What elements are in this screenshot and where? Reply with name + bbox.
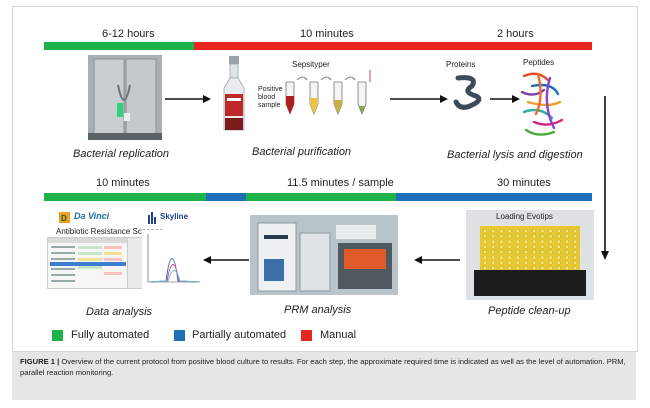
peptides-label: Peptides — [523, 58, 555, 67]
skyline-logo: Skyline — [146, 211, 196, 224]
chromatogram-plot-image — [142, 230, 204, 292]
figure-caption: FIGURE 1 | Overview of the current proto… — [12, 352, 636, 400]
step-prm-analysis: PRM analysis — [284, 304, 352, 316]
data-analysis-table-image — [47, 237, 129, 289]
legend-swatch-manual — [301, 330, 312, 341]
top-time-3: 2 hours — [497, 28, 534, 40]
arrow-left-icon — [414, 256, 460, 264]
sepsityper-label: Sepsityper — [292, 60, 330, 69]
step-bacterial-purification: Bacterial purification — [252, 146, 352, 158]
loading-evotips-label: Loading Evotips — [496, 212, 553, 221]
bottom-time-3: 30 minutes — [497, 177, 551, 189]
blood-culture-bottle-image — [223, 56, 245, 131]
top-bar-fully-automated — [44, 42, 194, 50]
top-time-1: 6-12 hours — [102, 28, 155, 40]
bottom-bar-partially-automated-2 — [396, 193, 592, 201]
top-time-2: 10 minutes — [300, 28, 354, 40]
arrow-right-icon — [390, 95, 448, 103]
evotips-image: Loading Evotips — [466, 210, 594, 300]
antibiotic-resistance-scanner-label: Antibiotic Resistance Scanner — [56, 227, 163, 236]
blood-culture-incubator-image — [88, 55, 162, 140]
davinci-logo: D Da Vinci — [58, 211, 118, 224]
step-peptide-cleanup: Peptide clean-up — [488, 305, 571, 317]
arrow-down-icon — [601, 96, 609, 260]
legend-swatch-partially-automated — [174, 330, 185, 341]
protein-structure-icon — [453, 75, 482, 110]
peptides-icon — [520, 72, 564, 136]
arrow-right-icon — [490, 95, 520, 103]
davinci-label: Da Vinci — [74, 211, 110, 221]
positive-blood-sample-label: Positive blood sample — [258, 86, 283, 109]
legend-label-manual: Manual — [320, 329, 357, 341]
legend-swatch-fully-automated — [52, 330, 63, 341]
skyline-label: Skyline — [160, 212, 189, 221]
top-bar-manual — [194, 42, 592, 50]
prm-mass-spectrometer-image — [250, 215, 398, 295]
step-bacterial-lysis-digestion: Bacterial lysis and digestion — [447, 149, 583, 161]
bottom-bar-fully-automated-1 — [44, 193, 206, 201]
step-data-analysis: Data analysis — [86, 306, 153, 318]
figure-caption-text: Overview of the current protocol from po… — [20, 357, 626, 377]
bottom-time-2: 11.5 minutes / sample — [287, 177, 394, 189]
svg-text:D: D — [61, 214, 67, 223]
sepsityper-tubes-icon — [285, 70, 371, 116]
step-bacterial-replication: Bacterial replication — [73, 148, 169, 160]
legend-label-fully-automated: Fully automated — [71, 329, 150, 341]
arrow-right-icon — [165, 95, 211, 103]
proteins-label: Proteins — [446, 60, 476, 69]
arrow-left-icon — [203, 256, 249, 264]
bottom-time-1: 10 minutes — [96, 177, 150, 189]
bottom-bar-fully-automated-2 — [246, 193, 396, 201]
data-analysis-side-panel — [127, 237, 143, 289]
figure-caption-label: FIGURE 1 | — [20, 357, 60, 366]
legend-label-partially-automated: Partially automated — [192, 329, 287, 341]
bottom-bar-partially-automated-1 — [206, 193, 246, 201]
